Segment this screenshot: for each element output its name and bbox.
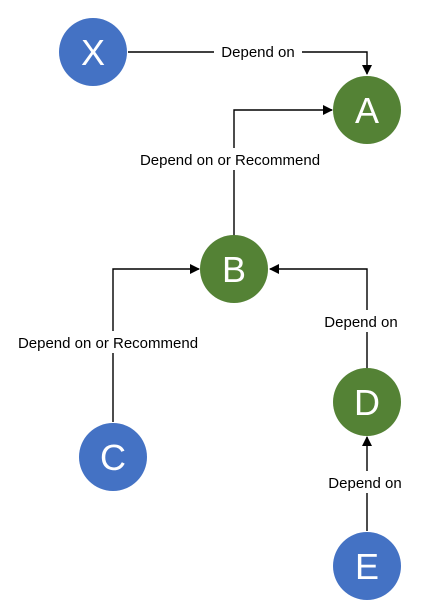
node-c: C — [79, 423, 147, 491]
edge-label-e-to-d: Depend on — [320, 471, 412, 493]
node-a-label: A — [355, 90, 379, 131]
edge-label-x-to-a-text: Depend on — [221, 44, 294, 61]
node-d-circle — [333, 368, 401, 436]
edge-label-b-to-a-text: Depend on or Recommend — [140, 152, 320, 169]
node-e-label: E — [355, 546, 379, 587]
node-e-circle — [333, 532, 401, 600]
edge-x-to-a — [128, 51, 372, 75]
node-b-circle — [200, 235, 268, 303]
edge-label-x-to-a: Depend on — [214, 42, 302, 62]
node-x-circle — [59, 18, 127, 86]
edge-label-b-to-a: Depend on or Recommend — [127, 148, 337, 170]
edge-label-d-to-b: Depend on — [316, 310, 408, 332]
node-x-label: X — [81, 32, 105, 73]
node-b: B — [200, 235, 268, 303]
node-a-circle — [333, 76, 401, 144]
node-e: E — [333, 532, 401, 600]
node-d-label: D — [354, 382, 380, 423]
edge-c-to-b — [112, 264, 200, 422]
node-a: A — [333, 76, 401, 144]
node-d: D — [333, 368, 401, 436]
edge-d-to-b — [269, 264, 368, 368]
node-c-circle — [79, 423, 147, 491]
edge-label-e-to-d-text: Depend on — [328, 475, 401, 492]
edge-b-to-a — [233, 105, 333, 236]
edge-label-c-to-b: Depend on or Recommend — [5, 331, 215, 353]
node-b-label: B — [222, 249, 246, 290]
node-c-label: C — [100, 437, 126, 478]
node-x: X — [59, 18, 127, 86]
edge-label-d-to-b-text: Depend on — [324, 314, 397, 331]
edge-label-c-to-b-text: Depend on or Recommend — [18, 335, 198, 352]
